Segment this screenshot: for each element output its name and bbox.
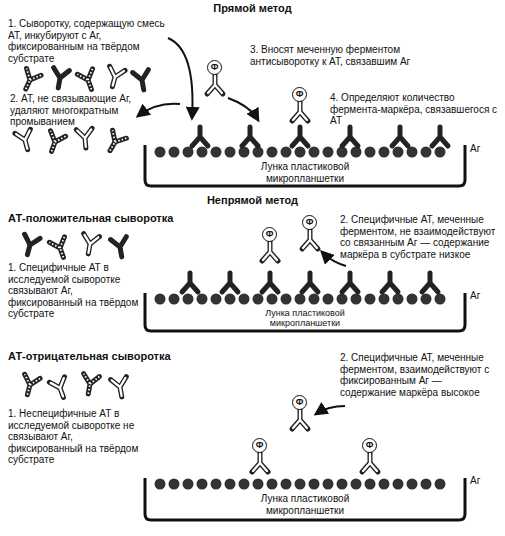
antigen-label: Аг	[470, 290, 500, 302]
section-heading: Непрямой метод	[0, 194, 505, 207]
antigen-label: Аг	[470, 475, 500, 487]
step-text: 1. Сыворотку, содержащую смесь АТ, инкуб…	[8, 18, 168, 64]
subheading: АТ-положительная сыворотка	[8, 212, 258, 225]
enzyme-label: Ф	[302, 215, 317, 230]
well-label: Лунка пластиковой микропланшетки	[245, 161, 365, 184]
enzyme-label: Ф	[292, 87, 307, 102]
flow-arrow	[316, 406, 345, 414]
antigen-row	[155, 147, 446, 490]
well-label: Лунка пластиковой микропланшетки	[245, 308, 365, 329]
enzyme-label: Ф	[362, 438, 377, 453]
section-heading: Прямой метод	[0, 2, 505, 15]
antigen-label: Аг	[470, 143, 500, 155]
step-text: 1. Специфичные АТ в исследуемой сыворотк…	[8, 262, 143, 320]
step-text: 4. Определяют количество фермента-маркёр…	[330, 92, 498, 127]
step-text: 1. Неспецифичные АТ в исследуемой сыворо…	[8, 408, 143, 466]
enzyme-label: Ф	[292, 395, 307, 410]
microplate-well	[145, 145, 465, 520]
subheading: АТ-отрицательная сыворотка	[8, 350, 258, 363]
well-label: Лунка пластиковой микропланшетки	[245, 493, 365, 516]
step-text: 2. АТ, не связывающие Аг, удаляют многок…	[10, 93, 135, 128]
step-text: 3. Вносят меченную ферментом антисыворот…	[250, 44, 420, 67]
enzyme-label: Ф	[207, 60, 222, 75]
step-text: 2. Специфичные АТ, меченные ферментом, в…	[340, 352, 500, 398]
enzyme-label: Ф	[252, 438, 267, 453]
enzyme-label: Ф	[262, 227, 277, 242]
flow-arrow	[138, 38, 258, 120]
step-text: 2. Специфичные АТ, меченные ферментом, н…	[340, 214, 500, 260]
